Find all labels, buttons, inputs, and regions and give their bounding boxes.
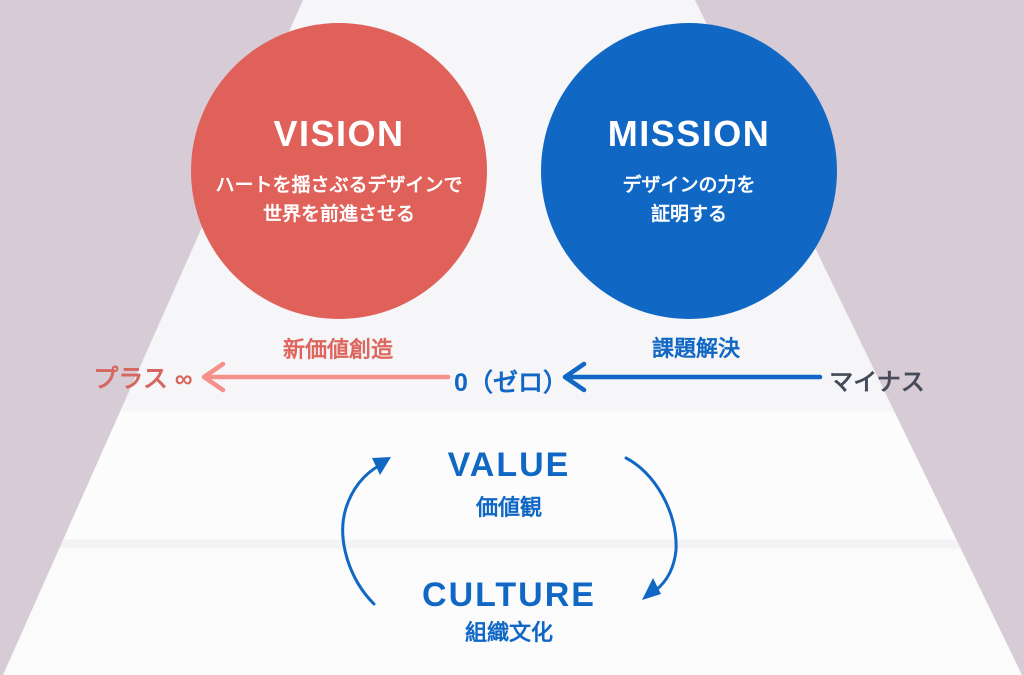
arrow-left-icon (562, 361, 823, 393)
curved-arrow-up-icon (341, 457, 391, 606)
mission-statement-line2: 証明する (650, 204, 727, 225)
new-value-creation-label: 新価値創造 (282, 337, 393, 362)
zero-label: 0（ゼロ） (454, 369, 568, 397)
culture-subtitle: 組織文化 (464, 620, 553, 645)
mission-statement-line1: デザインの力を (622, 175, 756, 196)
vision-statement-line2: 世界を前進させる (262, 204, 415, 225)
mission-title: MISSION (607, 113, 771, 154)
problem-solving-label: 課題解決 (651, 336, 740, 361)
vision-statement-line1: ハートを揺さぶるデザインで (215, 175, 463, 196)
curved-arrow-down-icon (624, 456, 678, 600)
vision-circle: VISION ハートを揺さぶるデザインで 世界を前進させる (191, 23, 487, 319)
minus-label: マイナス (829, 369, 925, 396)
mission-circle: MISSION デザインの力を 証明する (541, 23, 837, 319)
value-subtitle: 価値観 (475, 495, 542, 520)
value-title: VALUE (447, 446, 571, 484)
culture-title: CULTURE (422, 576, 596, 614)
vision-title: VISION (273, 113, 405, 154)
plus-infinity-label: プラス ∞ (93, 365, 193, 393)
arrow-left-icon (201, 361, 451, 393)
